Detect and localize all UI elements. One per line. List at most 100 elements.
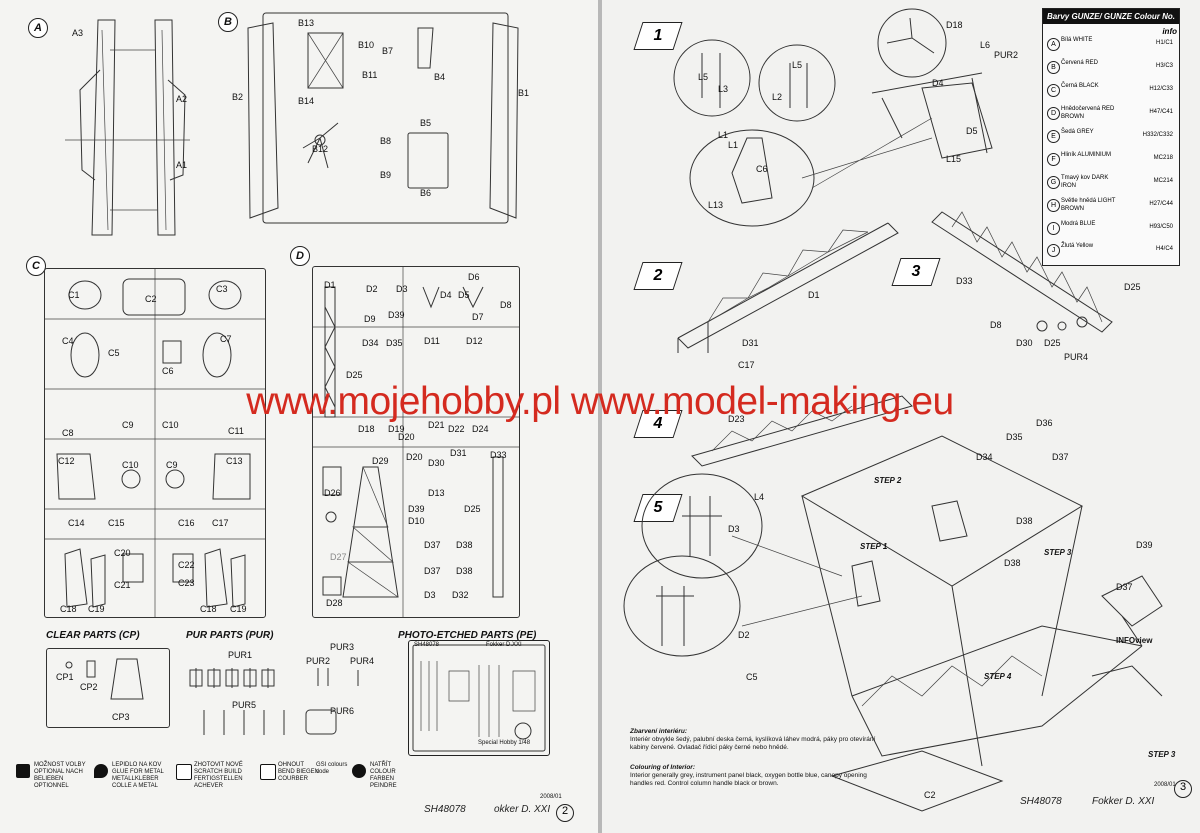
step-4-5-drawing [623, 395, 1163, 812]
part-label: D1 [808, 290, 820, 300]
colour-letter: A [1047, 38, 1060, 51]
part-label: C13 [226, 456, 243, 466]
sprue-a-drawing [65, 19, 190, 236]
part-label: PUR3 [330, 642, 355, 652]
section-c-marker: C [26, 256, 46, 276]
part-label: D18 [946, 20, 963, 30]
gsi-label: GSI colours code [316, 762, 348, 775]
part-label: C2 [145, 294, 157, 304]
colour-code: H332/C332 [1142, 132, 1173, 138]
legend-text: ZHOTOVIT NOVÉ SCRATCH BUILD FERTIGSTELLE… [194, 762, 243, 789]
infoview-label: INFOview [1116, 636, 1153, 645]
footer-year: 2008/01 [1154, 782, 1176, 788]
colour-name: Hnědočervená RED BROWN [1061, 106, 1115, 120]
pe-parts-title: PHOTO-ETCHED PARTS (PE) [398, 630, 537, 641]
part-label: D32 [452, 590, 469, 600]
part-label: D11 [424, 336, 440, 346]
colour-code: H12/C33 [1149, 86, 1173, 92]
part-label: D31 [450, 448, 467, 458]
colour-letter: J [1047, 244, 1060, 257]
colour-code: H3/C3 [1155, 63, 1173, 69]
notes-en-title: Colouring of Interior: [630, 764, 695, 771]
legend-text: NATŘÍT COLOUR FARBEN PEINDRE [370, 762, 397, 789]
part-label: D31 [742, 338, 759, 348]
part-label: D22 [448, 424, 465, 434]
footer-code: SH48078 [1020, 796, 1062, 807]
colour-name: Tmavý kov DARK IRON [1061, 175, 1109, 189]
part-label: D39 [408, 504, 425, 514]
part-label: D38 [1004, 558, 1021, 568]
part-label: D37 [424, 566, 441, 576]
part-label: D10 [408, 516, 425, 526]
sprue-a [60, 10, 195, 245]
part-label: C20 [114, 548, 131, 558]
part-label: C4 [62, 336, 74, 346]
part-label: D35 [386, 338, 403, 348]
notes-en-text: Interior generally grey, instrument pane… [630, 772, 867, 787]
part-label: PUR4 [1064, 352, 1089, 362]
colour-letter: I [1047, 222, 1060, 235]
part-label: C6 [756, 164, 768, 174]
sub-step-label: STEP 4 [984, 672, 1012, 681]
step-1-drawing [673, 8, 993, 227]
part-label: D3 [728, 524, 740, 534]
part-label: B9 [380, 170, 392, 180]
part-label: PUR2 [306, 656, 331, 666]
part-label: B1 [518, 88, 530, 98]
colour-code: MC218 [1153, 155, 1173, 161]
part-label: D20 [406, 452, 423, 462]
clear-parts-sprue [46, 648, 170, 728]
part-label: B13 [298, 18, 315, 28]
page-number: 2 [556, 804, 574, 822]
colour-name: Černá BLACK [1061, 83, 1099, 89]
colour-code: H1/C1 [1155, 40, 1173, 46]
colour-letter: B [1047, 61, 1060, 74]
legend-text: OHNOUT BEND BIEGEN COURBER [278, 762, 320, 782]
section-d-marker: D [290, 246, 310, 266]
part-label: D39 [1136, 540, 1153, 550]
part-label: C17 [738, 360, 755, 370]
part-label: B2 [232, 92, 244, 102]
colour-name: Bílá WHITE [1061, 37, 1093, 43]
part-label: C18 [200, 604, 217, 614]
part-label: A3 [72, 28, 84, 38]
part-label: D30 [1016, 338, 1033, 348]
part-label: D5 [966, 126, 978, 136]
sub-step-label: STEP 3 [1148, 750, 1176, 759]
part-label: A1 [176, 160, 188, 170]
part-label: C15 [108, 518, 125, 528]
part-label: PUR4 [350, 656, 375, 666]
colour-letter: G [1047, 176, 1060, 189]
part-label: B10 [358, 40, 375, 50]
colour-name: Šedá GREY [1061, 129, 1094, 135]
part-label: C11 [228, 426, 244, 436]
part-label: L1 [728, 140, 739, 150]
part-label: D25 [1044, 338, 1061, 348]
part-label: D4 [440, 290, 452, 300]
part-label: C19 [230, 604, 247, 614]
part-label: C6 [162, 366, 174, 376]
sprue-c-drawing [45, 269, 265, 617]
part-label: L5 [698, 72, 709, 82]
footer-title: Fokker D. XXI [1092, 796, 1155, 807]
part-label: D4 [932, 78, 944, 88]
colour-letter: F [1047, 153, 1060, 166]
left-page: A A3 A2 A1 B B13 B10 B7 B2 [0, 0, 598, 833]
step-3-drawing [931, 211, 1113, 333]
part-label: C19 [88, 604, 105, 614]
part-label: C5 [108, 348, 120, 358]
part-label: L15 [946, 154, 962, 164]
interior-colour-notes: Zbarvení interiéru: Interiér obvykle šed… [630, 728, 890, 788]
colour-code: H27/C44 [1149, 201, 1173, 207]
part-label: C3 [216, 284, 228, 294]
part-label: B8 [380, 136, 392, 146]
notes-cz-title: Zbarvení interiéru: [630, 728, 688, 735]
pe-fret [408, 640, 550, 756]
part-label: D37 [1116, 582, 1133, 592]
part-label: D7 [472, 312, 484, 322]
sub-step-label: STEP 1 [860, 542, 888, 551]
